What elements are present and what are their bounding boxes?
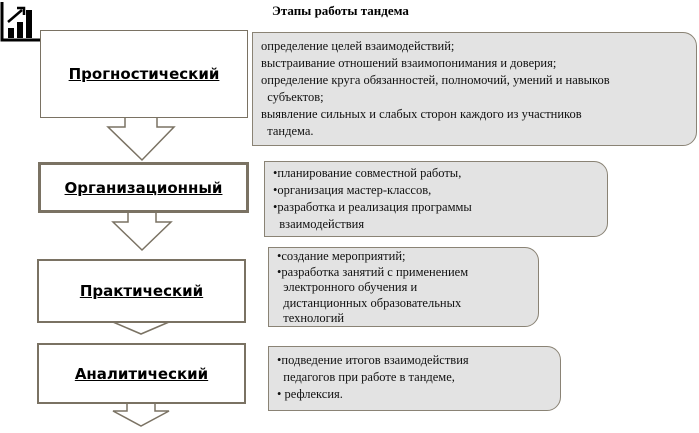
stage-label: Организационный (64, 178, 223, 197)
list-item: •организация мастер-классов, (273, 183, 432, 197)
logo-icon (0, 2, 40, 42)
stage-practical: Практический (37, 259, 246, 323)
stage-organizational: Организационный (38, 162, 249, 213)
list-item: •подведение итогов взаимодействия педаго… (277, 353, 469, 384)
stage-analytical: Аналитический (37, 343, 246, 404)
list-item: определение круга обязанностей, полномоч… (261, 73, 610, 104)
list-item: определение целей взаимодействий; (261, 39, 455, 53)
list-item: выявление сильных и слабых сторон каждог… (261, 107, 582, 138)
list-item: выстраивание отношений взаимопонимания и… (261, 56, 557, 70)
stage-description: определение целей взаимодействий; выстра… (252, 32, 697, 146)
stage-description: •подведение итогов взаимодействия педаго… (268, 346, 561, 411)
list-item: • рефлексия. (277, 387, 343, 401)
list-item: •создание мероприятий; (277, 249, 406, 263)
list-item: •разработка занятий с применением электр… (277, 264, 469, 326)
stage-description: •планирование совместной работы, •органи… (264, 161, 608, 237)
list-item: •разработка и реализация программы взаим… (273, 200, 472, 231)
stage-label: Аналитический (74, 364, 209, 383)
arrow-down-icon (111, 212, 173, 252)
stage-description: •создание мероприятий; •разработка занят… (268, 247, 539, 327)
arrow-down-icon (106, 117, 176, 162)
stage-label: Практический (79, 282, 204, 300)
page-title: Этапы работы тандема (272, 3, 409, 18)
arrow-down-icon (112, 403, 170, 427)
stage-prognostic: Прогностический (40, 30, 248, 118)
list-item: •планирование совместной работы, (273, 166, 462, 180)
stage-label: Прогностический (68, 65, 220, 83)
